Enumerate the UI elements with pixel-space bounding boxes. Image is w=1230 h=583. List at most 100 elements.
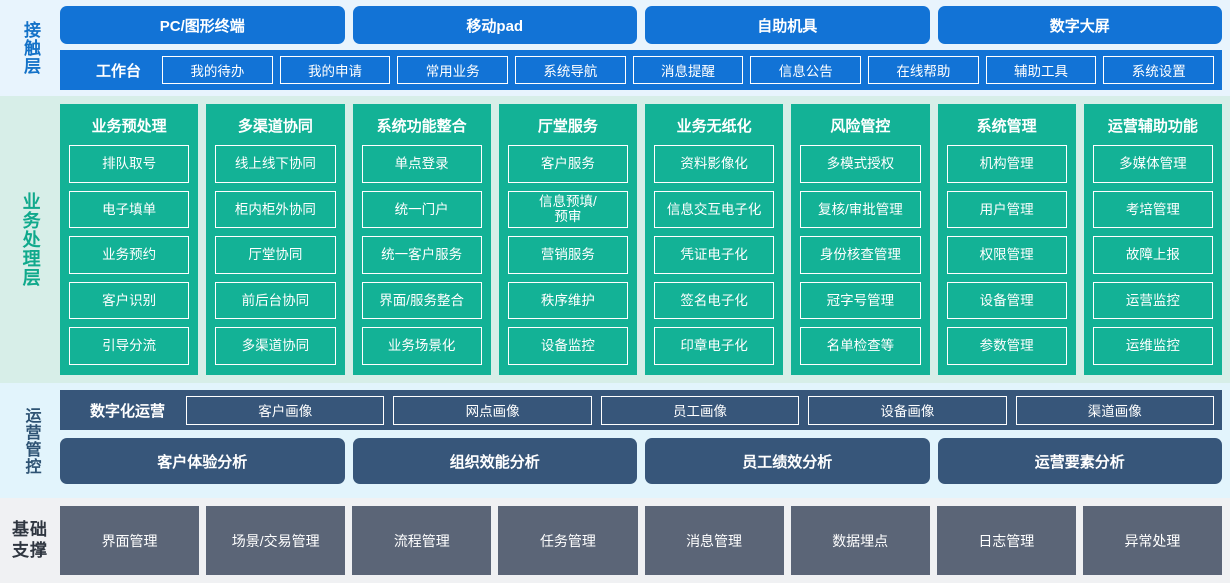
business-item[interactable]: 营销服务	[507, 236, 628, 274]
foundation-item-data-tracking[interactable]: 数据埋点	[790, 506, 930, 575]
business-item[interactable]: 故障上报	[1092, 236, 1213, 274]
business-item[interactable]: 排队取号	[69, 145, 190, 183]
business-column-preprocessing: 业务预处理 排队取号 电子填单 业务预约 客户识别 引导分流	[60, 104, 199, 375]
workbench-item-my-application[interactable]: 我的申请	[279, 56, 391, 84]
portrait-item-branch[interactable]: 网点画像	[393, 395, 592, 425]
business-item[interactable]: 考培管理	[1092, 190, 1213, 229]
business-column-system-management: 系统管理 机构管理 用户管理 权限管理 设备管理 参数管理	[937, 104, 1076, 375]
foundation-item-scene-transaction-management[interactable]: 场景/交易管理	[206, 506, 346, 575]
business-item[interactable]: 前后台协同	[215, 281, 336, 320]
workbench-title: 工作台	[96, 62, 142, 80]
channel-chip-pc[interactable]: PC/图形终端	[60, 6, 345, 44]
business-item[interactable]: 秩序维护	[507, 281, 628, 320]
business-column-items: 多模式授权 复核/审批管理 身份核查管理 冠字号管理 名单检查等	[800, 145, 921, 365]
business-item[interactable]: 运维监控	[1092, 327, 1213, 365]
business-column-title: 业务预处理	[91, 118, 167, 135]
workbench-item-my-todo[interactable]: 我的待办	[162, 56, 273, 84]
business-item[interactable]: 厅堂协同	[215, 236, 336, 274]
workbench-item-online-help[interactable]: 在线帮助	[868, 56, 979, 84]
business-column-title: 业务无纸化	[676, 118, 752, 135]
foundation-item-process-management[interactable]: 流程管理	[352, 506, 492, 575]
business-item[interactable]: 多媒体管理	[1092, 145, 1213, 183]
foundation-layer-label: 基础 支撑	[0, 506, 60, 575]
business-item[interactable]: 运营监控	[1092, 281, 1213, 320]
foundation-item-task-management[interactable]: 任务管理	[498, 506, 638, 575]
business-item[interactable]: 客户识别	[69, 281, 190, 320]
business-column-title: 多渠道协同	[237, 118, 313, 135]
business-column-grid: 业务预处理 排队取号 电子填单 业务预约 客户识别 引导分流 多渠道协同 线上线…	[60, 104, 1222, 375]
business-item[interactable]: 多模式授权	[800, 145, 921, 183]
channel-row: PC/图形终端 移动pad 自助机具 数字大屏	[60, 6, 1222, 44]
workbench-item-auxiliary-tools[interactable]: 辅助工具	[985, 56, 1097, 84]
workbench-item-system-navigation[interactable]: 系统导航	[515, 56, 626, 84]
channel-chip-mobile-pad[interactable]: 移动pad	[352, 6, 637, 44]
business-column-title: 风险管控	[830, 118, 891, 135]
business-item[interactable]: 权限管理	[946, 236, 1067, 274]
business-item[interactable]: 身份核查管理	[800, 236, 921, 274]
business-item[interactable]: 资料影像化	[654, 145, 775, 183]
foundation-item-log-management[interactable]: 日志管理	[936, 506, 1076, 575]
workbench-item-common-business[interactable]: 常用业务	[397, 56, 509, 84]
business-item[interactable]: 线上线下协同	[215, 145, 336, 183]
foundation-row: 界面管理 场景/交易管理 流程管理 任务管理 消息管理 数据埋点 日志管理 异常…	[60, 506, 1222, 575]
workbench-item-information-bulletin[interactable]: 信息公告	[750, 56, 862, 84]
business-column-title: 厅堂服务	[537, 118, 598, 135]
business-item[interactable]: 电子填单	[69, 190, 190, 229]
contact-layer-label: 接触层	[21, 21, 41, 75]
business-item[interactable]: 签名电子化	[654, 281, 775, 320]
business-column-multichannel: 多渠道协同 线上线下协同 柜内柜外协同 厅堂协同 前后台协同 多渠道协同	[206, 104, 345, 375]
workbench-item-message-reminder[interactable]: 消息提醒	[632, 56, 744, 84]
business-item[interactable]: 信息预填/ 预审	[507, 190, 628, 229]
workbench-bar: 工作台 我的待办 我的申请 常用业务 系统导航 消息提醒 信息公告 在线帮助 辅…	[60, 50, 1222, 90]
business-column-paperless: 业务无纸化 资料影像化 信息交互电子化 凭证电子化 签名电子化 印章电子化	[645, 104, 784, 375]
business-column-lobby-service: 厅堂服务 客户服务 信息预填/ 预审 营销服务 秩序维护 设备监控	[498, 104, 637, 375]
business-item[interactable]: 冠字号管理	[800, 281, 921, 320]
analysis-item-operation-factor[interactable]: 运营要素分析	[937, 438, 1222, 484]
channel-chip-digital-screen[interactable]: 数字大屏	[937, 6, 1222, 44]
analysis-item-employee-performance[interactable]: 员工绩效分析	[645, 438, 930, 484]
business-item[interactable]: 设备管理	[946, 281, 1067, 320]
business-item[interactable]: 多渠道协同	[215, 327, 336, 365]
business-column-items: 排队取号 电子填单 业务预约 客户识别 引导分流	[69, 145, 190, 365]
foundation-support-layer: 基础 支撑 界面管理 场景/交易管理 流程管理 任务管理 消息管理 数据埋点 日…	[0, 498, 1230, 583]
portrait-item-channel[interactable]: 渠道画像	[1015, 395, 1214, 425]
foundation-item-exception-handling[interactable]: 异常处理	[1082, 506, 1222, 575]
business-item[interactable]: 业务场景化	[361, 327, 482, 365]
contact-layer: 接触层 PC/图形终端 移动pad 自助机具 数字大屏 工作台 我的待办 我的申…	[0, 0, 1230, 96]
business-item[interactable]: 凭证电子化	[654, 236, 775, 274]
business-column-items: 单点登录 统一门户 统一客户服务 界面/服务整合 业务场景化	[361, 145, 482, 365]
business-column-risk-control: 风险管控 多模式授权 复核/审批管理 身份核查管理 冠字号管理 名单检查等	[791, 104, 930, 375]
operations-control-layer: 运营管控 数字化运营 客户画像 网点画像 员工画像 设备画像 渠道画像 客户体验…	[0, 383, 1230, 498]
business-column-items: 多媒体管理 考培管理 故障上报 运营监控 运维监控	[1092, 145, 1213, 365]
business-item[interactable]: 统一门户	[361, 190, 482, 229]
business-item[interactable]: 界面/服务整合	[361, 281, 482, 320]
business-item[interactable]: 名单检查等	[800, 327, 921, 365]
business-item[interactable]: 单点登录	[361, 145, 482, 183]
business-item[interactable]: 设备监控	[507, 327, 628, 365]
foundation-item-ui-management[interactable]: 界面管理	[60, 506, 200, 575]
business-item[interactable]: 复核/审批管理	[800, 190, 921, 229]
analysis-item-customer-experience[interactable]: 客户体验分析	[60, 438, 345, 484]
business-item[interactable]: 柜内柜外协同	[215, 190, 336, 229]
business-item[interactable]: 引导分流	[69, 327, 190, 365]
business-layer-body: 业务预处理 排队取号 电子填单 业务预约 客户识别 引导分流 多渠道协同 线上线…	[60, 104, 1222, 375]
portrait-item-customer[interactable]: 客户画像	[186, 395, 385, 425]
portrait-item-employee[interactable]: 员工画像	[600, 395, 800, 425]
business-item[interactable]: 统一客户服务	[361, 236, 482, 274]
channel-chip-self-service[interactable]: 自助机具	[645, 6, 930, 44]
business-item[interactable]: 信息交互电子化	[654, 190, 775, 229]
business-layer-label: 业务处理层	[20, 192, 41, 287]
business-item[interactable]: 用户管理	[946, 190, 1067, 229]
business-item[interactable]: 业务预约	[69, 236, 190, 274]
business-item[interactable]: 客户服务	[507, 145, 628, 183]
business-column-items: 客户服务 信息预填/ 预审 营销服务 秩序维护 设备监控	[507, 145, 628, 365]
digital-operations-bar: 数字化运营 客户画像 网点画像 员工画像 设备画像 渠道画像	[60, 390, 1222, 430]
business-item[interactable]: 机构管理	[946, 145, 1067, 183]
workbench-item-system-settings[interactable]: 系统设置	[1103, 56, 1215, 84]
analysis-item-organization-efficiency[interactable]: 组织效能分析	[352, 438, 637, 484]
business-item[interactable]: 参数管理	[946, 327, 1067, 365]
business-item[interactable]: 印章电子化	[654, 327, 775, 365]
portrait-item-device[interactable]: 设备画像	[808, 395, 1007, 425]
foundation-item-message-management[interactable]: 消息管理	[644, 506, 784, 575]
